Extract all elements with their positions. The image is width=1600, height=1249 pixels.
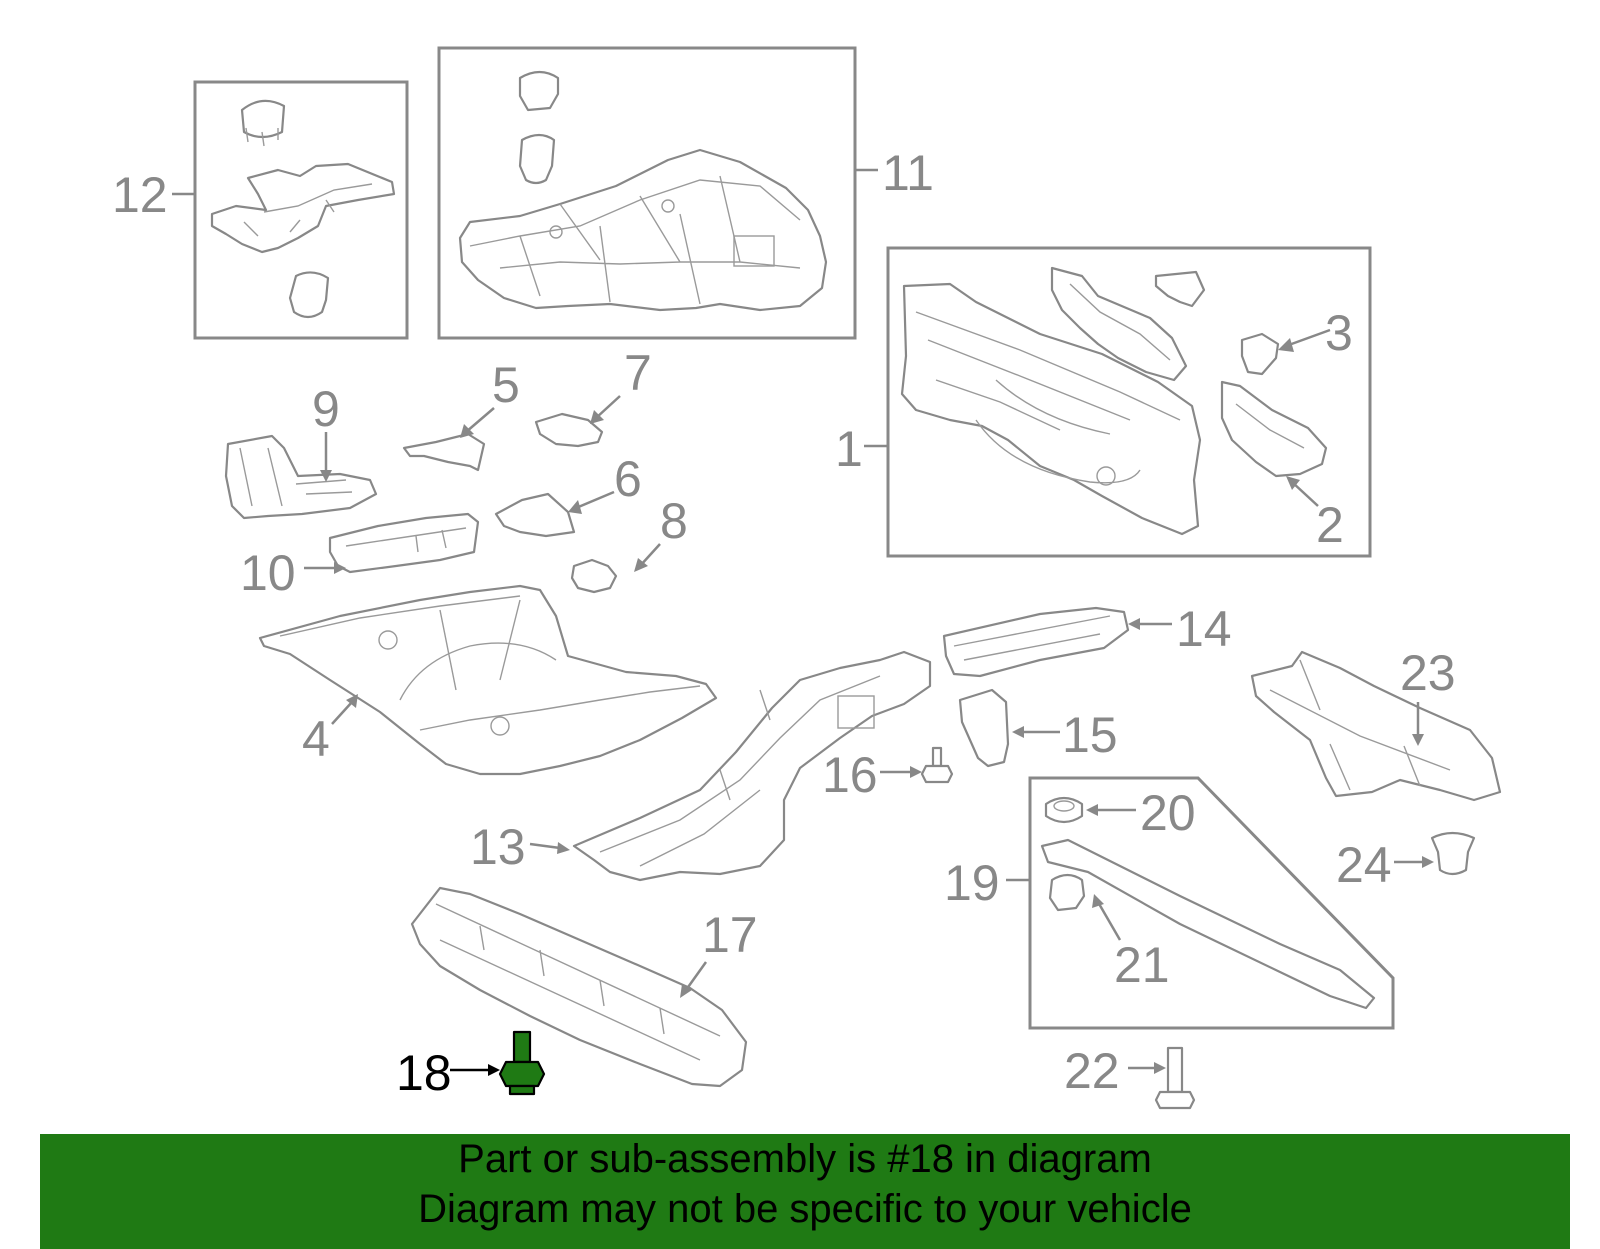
part-18[interactable] (498, 1030, 546, 1096)
part-24[interactable] (1430, 831, 1476, 876)
callout-13[interactable]: 13 (470, 819, 526, 875)
callout-6[interactable]: 6 (614, 451, 642, 507)
part-17[interactable] (410, 886, 748, 1088)
group-box-1 (886, 246, 1372, 558)
callout-5[interactable]: 5 (492, 357, 520, 413)
arrowhead-10 (334, 562, 346, 574)
leader-4 (331, 701, 353, 725)
arrowhead-7 (590, 410, 604, 424)
banner-line-1: Part or sub-assembly is #18 in diagram (458, 1137, 1152, 1181)
leader-3 (1285, 328, 1331, 348)
arrowhead-24 (1422, 856, 1434, 868)
part-12[interactable] (210, 99, 396, 319)
arrowhead-15 (1012, 726, 1024, 738)
arrowhead-21 (1092, 894, 1104, 908)
part-5[interactable] (402, 432, 486, 472)
leader-6 (575, 490, 615, 510)
arrowhead-9 (320, 470, 332, 482)
part-11[interactable] (458, 70, 828, 312)
part-7[interactable] (534, 412, 604, 448)
arrowhead-16 (910, 766, 922, 778)
leader-17 (684, 961, 708, 991)
part-8[interactable] (570, 558, 618, 594)
part-10[interactable] (328, 512, 480, 574)
leader-7 (595, 395, 621, 419)
part-15[interactable] (958, 688, 1010, 768)
part-9[interactable] (224, 434, 378, 520)
arrowhead-18 (488, 1064, 500, 1076)
part-16[interactable] (920, 746, 954, 784)
part-22[interactable] (1154, 1046, 1196, 1110)
arrowhead-23 (1412, 734, 1424, 746)
arrowhead-6 (568, 500, 582, 514)
callout-17[interactable]: 17 (702, 907, 758, 963)
arrowhead-5 (460, 424, 474, 438)
callout-2[interactable]: 2 (1316, 497, 1344, 553)
banner-line-2: Diagram may not be specific to your vehi… (418, 1187, 1192, 1231)
callout-1[interactable]: 1 (835, 421, 863, 477)
callout-8[interactable]: 8 (660, 493, 688, 549)
callout-10[interactable]: 10 (240, 545, 296, 601)
callout-20[interactable]: 20 (1140, 785, 1196, 841)
callout-24[interactable]: 24 (1336, 837, 1392, 893)
arrowhead-2 (1286, 476, 1300, 490)
callout-3[interactable]: 3 (1325, 305, 1353, 361)
leader-21 (1096, 901, 1122, 941)
arrowhead-3 (1278, 338, 1294, 352)
callout-11[interactable]: 11 (882, 145, 934, 201)
part-1[interactable] (900, 266, 1328, 536)
leader-5 (465, 407, 495, 433)
parts-diagram: 12 11 3 1 2 9 5 7 6 8 10 4 14 15 16 13 1… (112, 46, 1502, 1110)
leader-13 (529, 842, 561, 850)
callout-19[interactable]: 19 (944, 855, 1000, 911)
part-6[interactable] (494, 492, 576, 538)
part-13[interactable] (572, 650, 932, 882)
part-14[interactable] (942, 606, 1130, 678)
info-banner: Part or sub-assembly is #18 in diagram D… (40, 1134, 1570, 1249)
group-box-12 (193, 80, 409, 340)
callout-21[interactable]: 21 (1114, 937, 1170, 993)
callout-12[interactable]: 12 (112, 167, 168, 223)
callout-9[interactable]: 9 (312, 381, 340, 437)
arrowhead-22 (1154, 1062, 1166, 1074)
part-19[interactable] (1040, 838, 1376, 1010)
part-23[interactable] (1250, 650, 1502, 802)
arrowhead-17 (680, 984, 692, 998)
callout-22[interactable]: 22 (1064, 1043, 1120, 1099)
group-box-19 (1028, 776, 1395, 1030)
part-21[interactable] (1048, 873, 1086, 912)
callout-18[interactable]: 18 (396, 1045, 452, 1101)
callout-16[interactable]: 16 (822, 747, 878, 803)
callout-7[interactable]: 7 (624, 345, 652, 401)
part-20[interactable] (1044, 796, 1084, 824)
group-box-11 (437, 46, 857, 340)
arrowhead-4 (346, 694, 358, 708)
callout-4[interactable]: 4 (302, 711, 330, 767)
callout-15[interactable]: 15 (1062, 707, 1118, 763)
leader-2 (1291, 481, 1319, 507)
callout-23[interactable]: 23 (1400, 645, 1456, 701)
arrowhead-13 (557, 842, 570, 854)
arrowhead-20 (1086, 804, 1098, 816)
arrowhead-14 (1128, 618, 1140, 630)
part-4[interactable] (258, 584, 718, 776)
callout-14[interactable]: 14 (1176, 601, 1232, 657)
arrowhead-8 (634, 558, 648, 572)
